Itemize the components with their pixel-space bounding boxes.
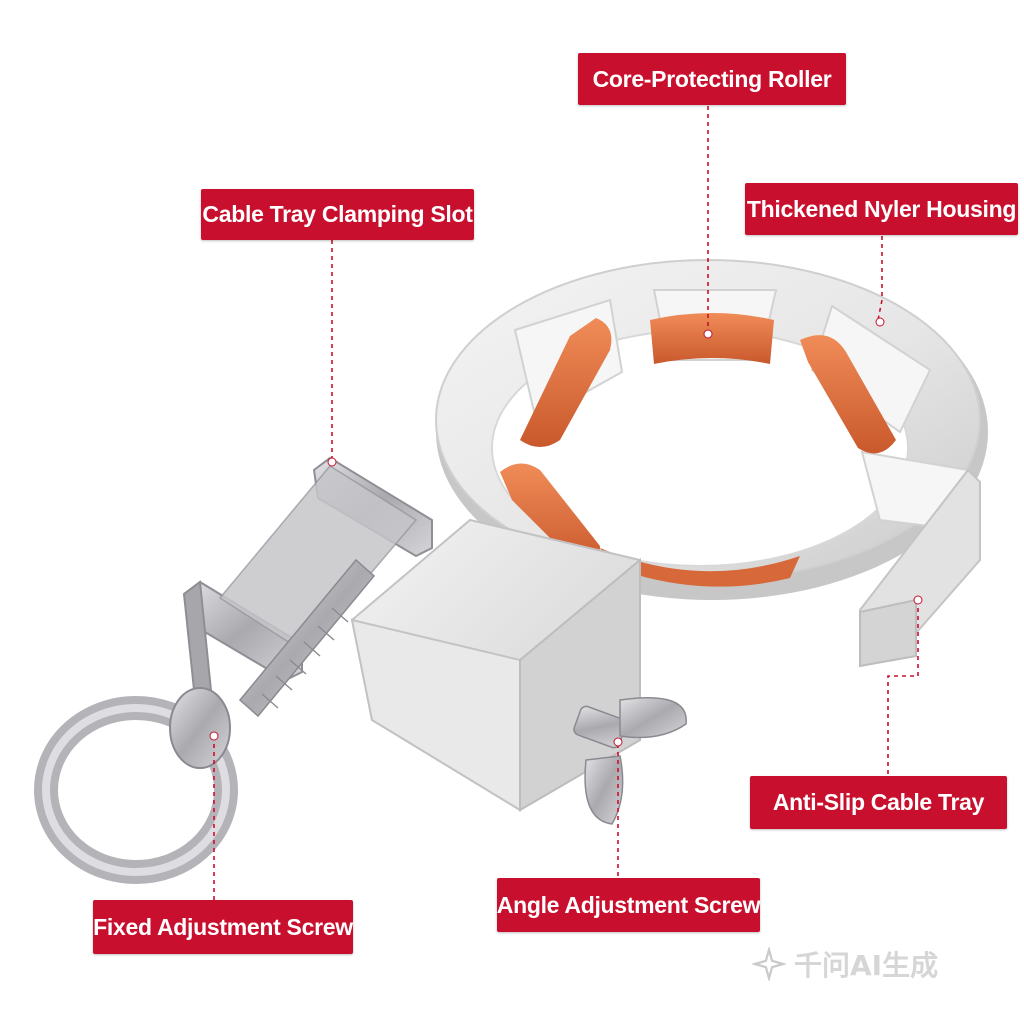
label-anti-slip-cable-tray: Anti-Slip Cable Tray — [750, 776, 1007, 829]
label-core-protecting-roller: Core-Protecting Roller — [578, 53, 846, 105]
anchor-dots — [209, 317, 923, 747]
mounting-block — [350, 518, 641, 812]
cable-tray-clamping-bracket — [182, 456, 433, 730]
leader-anti-slip-cable-tray — [887, 600, 919, 776]
leader-thickened-nyler-housing — [877, 236, 883, 321]
watermark-text: 千问AI生成 — [794, 949, 939, 982]
roller — [600, 548, 800, 587]
label-cable-tray-clamping-slot: Cable Tray Clamping Slot — [201, 189, 474, 240]
threaded-screw — [238, 558, 376, 718]
roller — [800, 335, 896, 454]
core-protecting-rollers — [500, 313, 896, 587]
label-fixed-adjustment-screw: Fixed Adjustment Screw — [93, 900, 353, 954]
eye-bolt — [34, 687, 238, 884]
watermark: 千问AI生成 — [752, 944, 938, 984]
leader-lines — [213, 106, 919, 900]
sparkle-icon — [752, 947, 786, 981]
roller — [520, 318, 612, 447]
anti-slip-cable-tray-latch — [859, 468, 981, 668]
roller — [500, 463, 600, 566]
label-thickened-nyler-housing: Thickened Nyler Housing — [745, 183, 1018, 235]
wing-nut — [573, 697, 687, 825]
label-angle-adjustment-screw: Angle Adjustment Screw — [497, 878, 761, 932]
roller — [650, 313, 774, 364]
